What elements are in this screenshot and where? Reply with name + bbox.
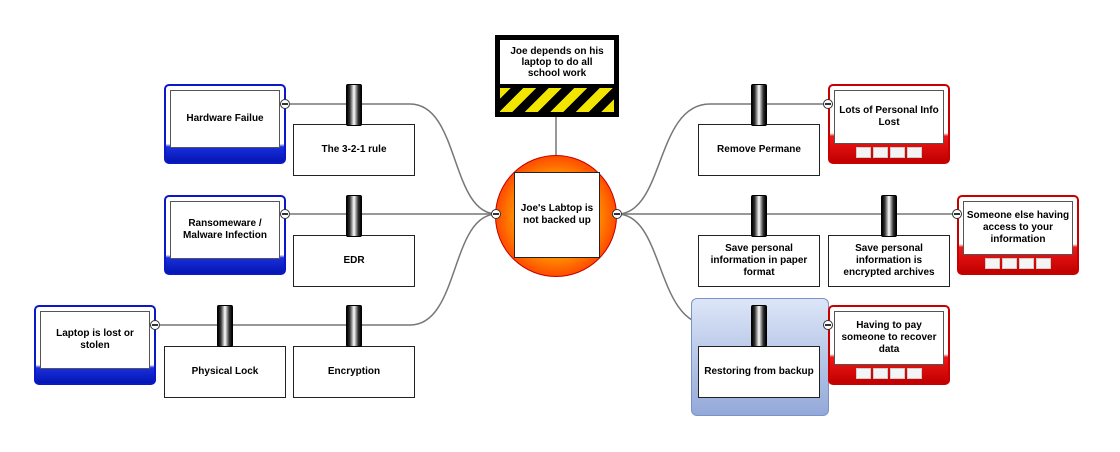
impact-label: Joe depends on his laptop to do all scho… [510, 45, 604, 79]
consequence-label: Lots of Personal Info Lost [839, 105, 939, 128]
collapse-icon[interactable] [280, 99, 290, 109]
hazard-stripes [500, 88, 614, 112]
rating-boxes [984, 258, 1052, 269]
threat-hardware-failure[interactable]: Hardware Failue [164, 84, 286, 164]
consequence-personal-info-lost[interactable]: Lots of Personal Info Lost [828, 84, 950, 164]
control-edr[interactable]: EDR [293, 235, 415, 287]
consequence-label: Someone else having access to your infor… [966, 210, 1070, 245]
control-encryption[interactable]: Encryption [293, 346, 415, 398]
collapse-icon[interactable] [823, 99, 833, 109]
control-label: Save personal information is encrypted a… [843, 243, 935, 278]
collapse-icon[interactable] [952, 209, 962, 219]
collapse-icon[interactable] [150, 320, 160, 330]
barrier-handle-icon [346, 84, 362, 126]
central-event-label-box: Joe's Labtop is not backed up [514, 172, 600, 258]
consequence-pay-recover-data[interactable]: Having to pay someone to recover data [828, 305, 950, 385]
control-label: The 3-2-1 rule [321, 144, 387, 155]
collapse-right-icon[interactable] [612, 209, 622, 219]
barrier-handle-icon [346, 305, 362, 347]
control-label: Encryption [327, 366, 381, 377]
control-label: EDR [343, 255, 365, 266]
control-label: Save personal information in paper forma… [710, 243, 808, 278]
threat-laptop-lost[interactable]: Laptop is lost or stolen [34, 305, 156, 385]
threat-label: Laptop is lost or stolen [56, 328, 134, 351]
line-hardware-failure [290, 103, 498, 215]
central-event-label: Joe's Labtop is not backed up [520, 203, 594, 226]
collapse-left-icon[interactable] [491, 209, 501, 219]
control-label: Restoring from backup [704, 366, 814, 377]
consequence-label: Having to pay someone to recover data [841, 320, 937, 355]
barrier-handle-icon [881, 195, 897, 237]
barrier-handle-icon [751, 305, 767, 347]
line-laptop-lost [160, 213, 498, 326]
consequence-someone-else-access[interactable]: Someone else having access to your infor… [957, 195, 1079, 275]
collapse-icon[interactable] [280, 209, 290, 219]
control-3-2-1-rule[interactable]: The 3-2-1 rule [293, 124, 415, 176]
barrier-handle-icon [217, 305, 233, 347]
control-physical-lock[interactable]: Physical Lock [164, 346, 286, 398]
barrier-handle-icon [346, 195, 362, 237]
control-remove-permane[interactable]: Remove Permane [698, 124, 820, 176]
threat-ransomware[interactable]: Ransomeware / Malware Infection [164, 195, 286, 275]
impact-node[interactable]: Joe depends on his laptop to do all scho… [495, 35, 619, 117]
control-encrypted-archives[interactable]: Save personal information is encrypted a… [828, 235, 950, 287]
control-label: Remove Permane [717, 144, 801, 155]
threat-label: Hardware Failue [186, 113, 264, 124]
rating-boxes [855, 368, 923, 379]
line-personal-info-lost [616, 103, 826, 215]
threat-label: Ransomeware / Malware Infection [183, 218, 267, 241]
control-restoring-backup[interactable]: Restoring from backup [698, 346, 820, 398]
control-label: Physical Lock [191, 366, 259, 377]
rating-boxes [855, 147, 923, 158]
barrier-handle-icon [751, 84, 767, 126]
barrier-handle-icon [751, 195, 767, 237]
collapse-icon[interactable] [823, 320, 833, 330]
control-paper-format[interactable]: Save personal information in paper forma… [698, 235, 820, 287]
